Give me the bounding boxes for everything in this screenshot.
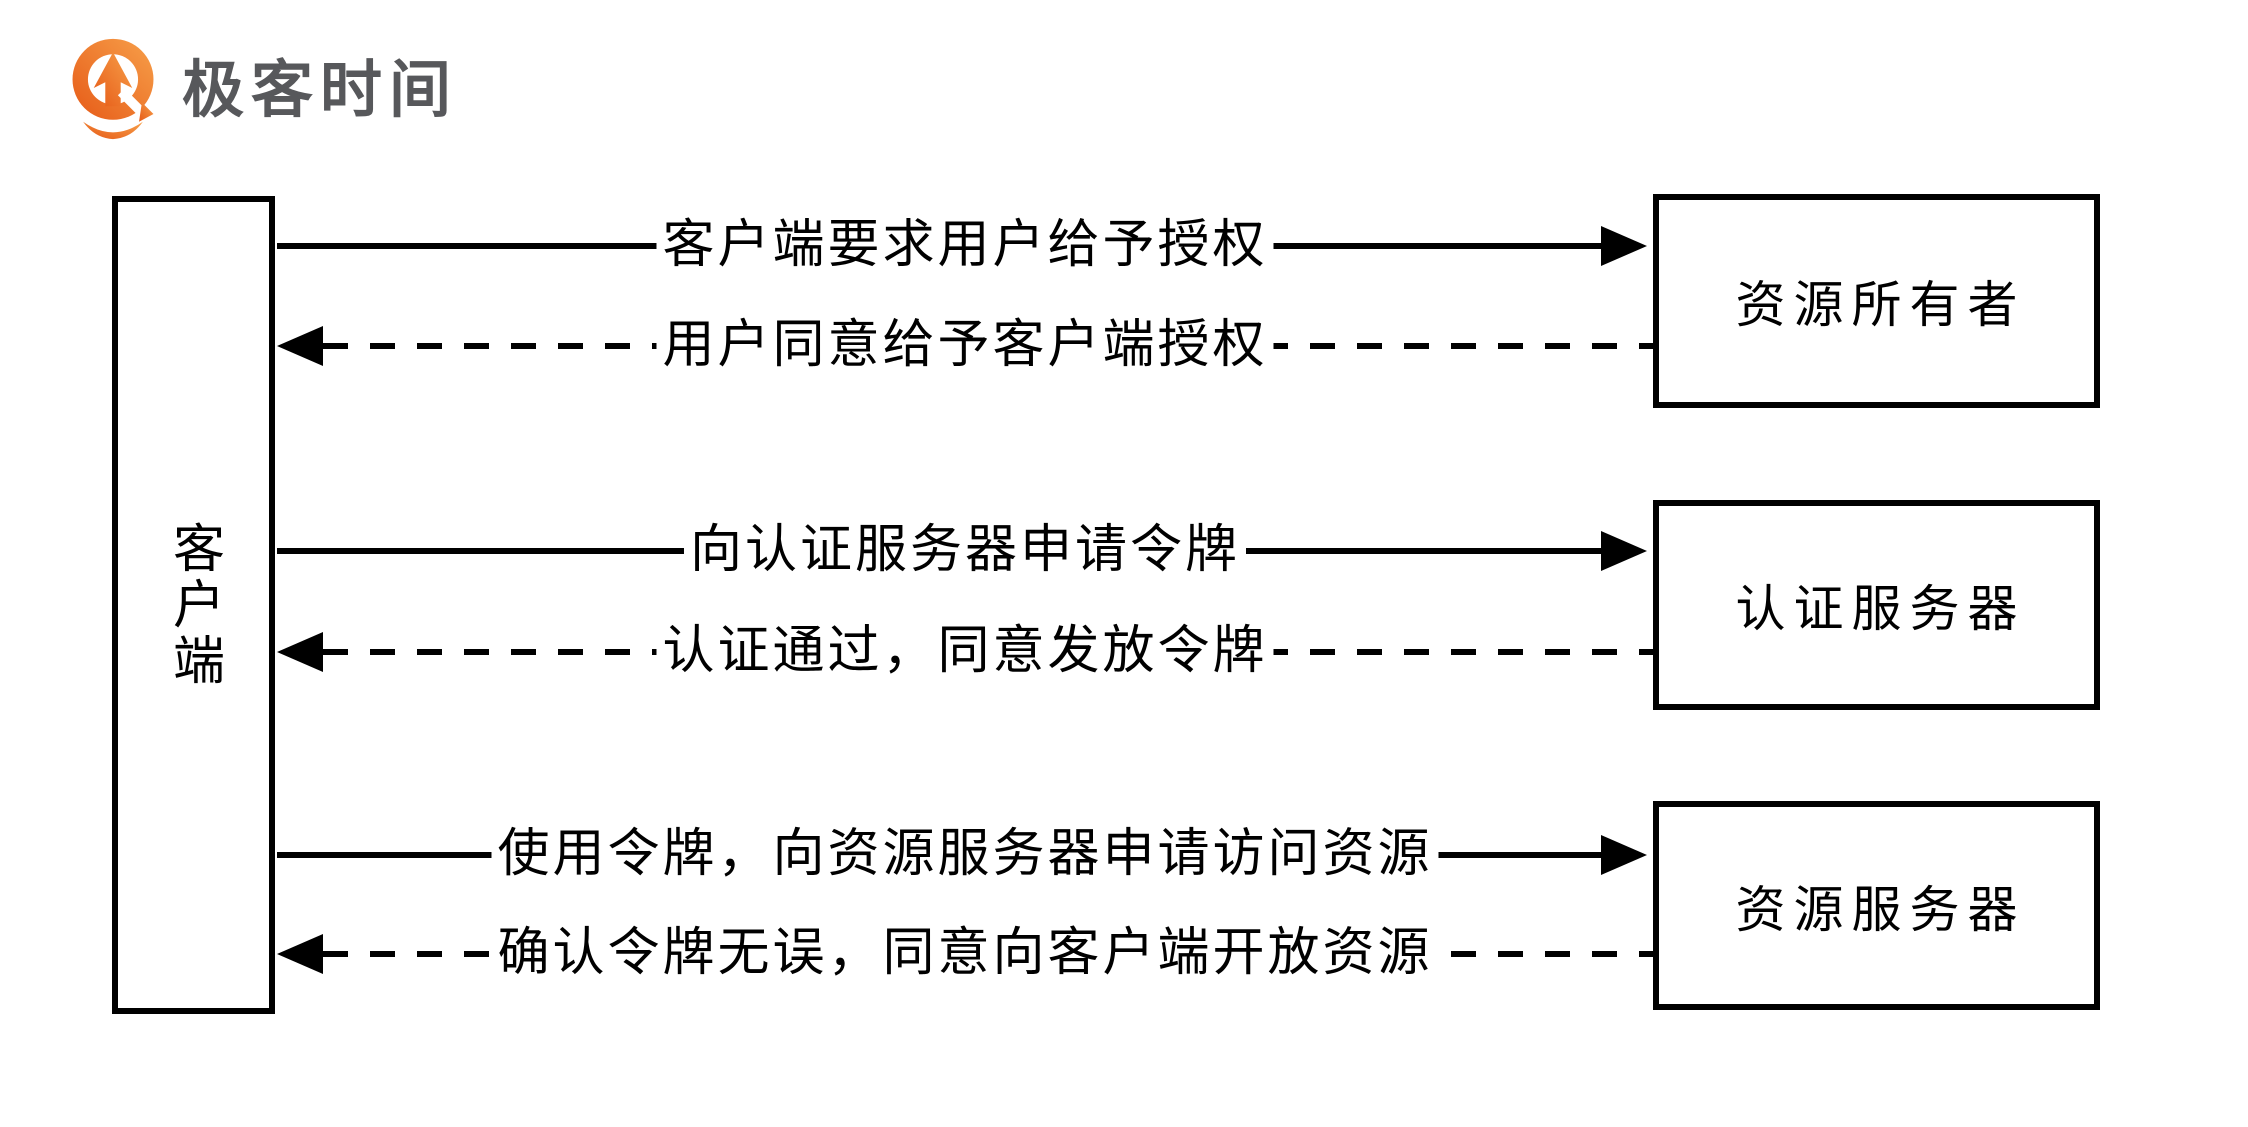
brand-header: 极客时间: [60, 36, 458, 140]
auth-server-box: 认证服务器: [1653, 500, 2100, 710]
arrowhead-left-icon: [277, 934, 323, 974]
flow-label: 用户同意给予客户端授权: [656, 314, 1274, 378]
arrowhead-right-icon: [1601, 531, 1647, 571]
arrowhead-right-icon: [1601, 835, 1647, 875]
client-box-label: 客户端: [164, 521, 223, 689]
brand-name: 极客时间: [182, 56, 459, 125]
arrowhead-left-icon: [277, 632, 323, 672]
flow-label: 向认证服务器申请令牌: [683, 519, 1247, 583]
flow-label: 确认令牌无误，同意向客户端开放资源: [491, 922, 1439, 986]
flow-label: 认证通过，同意发放令牌: [656, 620, 1274, 684]
resource-owner-box: 资源所有者: [1653, 194, 2100, 408]
resource-owner-label: 资源所有者: [1735, 277, 2026, 333]
flow-label: 使用令牌，向资源服务器申请访问资源: [491, 823, 1439, 887]
flow-label: 客户端要求用户给予授权: [656, 214, 1274, 278]
arrowhead-right-icon: [1601, 226, 1647, 266]
resource-server-label: 资源服务器: [1735, 881, 2026, 938]
client-box: 客户端: [112, 196, 275, 1014]
arrowhead-left-icon: [277, 326, 323, 366]
resource-server-box: 资源服务器: [1653, 801, 2100, 1010]
geektime-pin-logo-icon: [72, 38, 154, 140]
auth-server-label: 认证服务器: [1735, 581, 2026, 637]
